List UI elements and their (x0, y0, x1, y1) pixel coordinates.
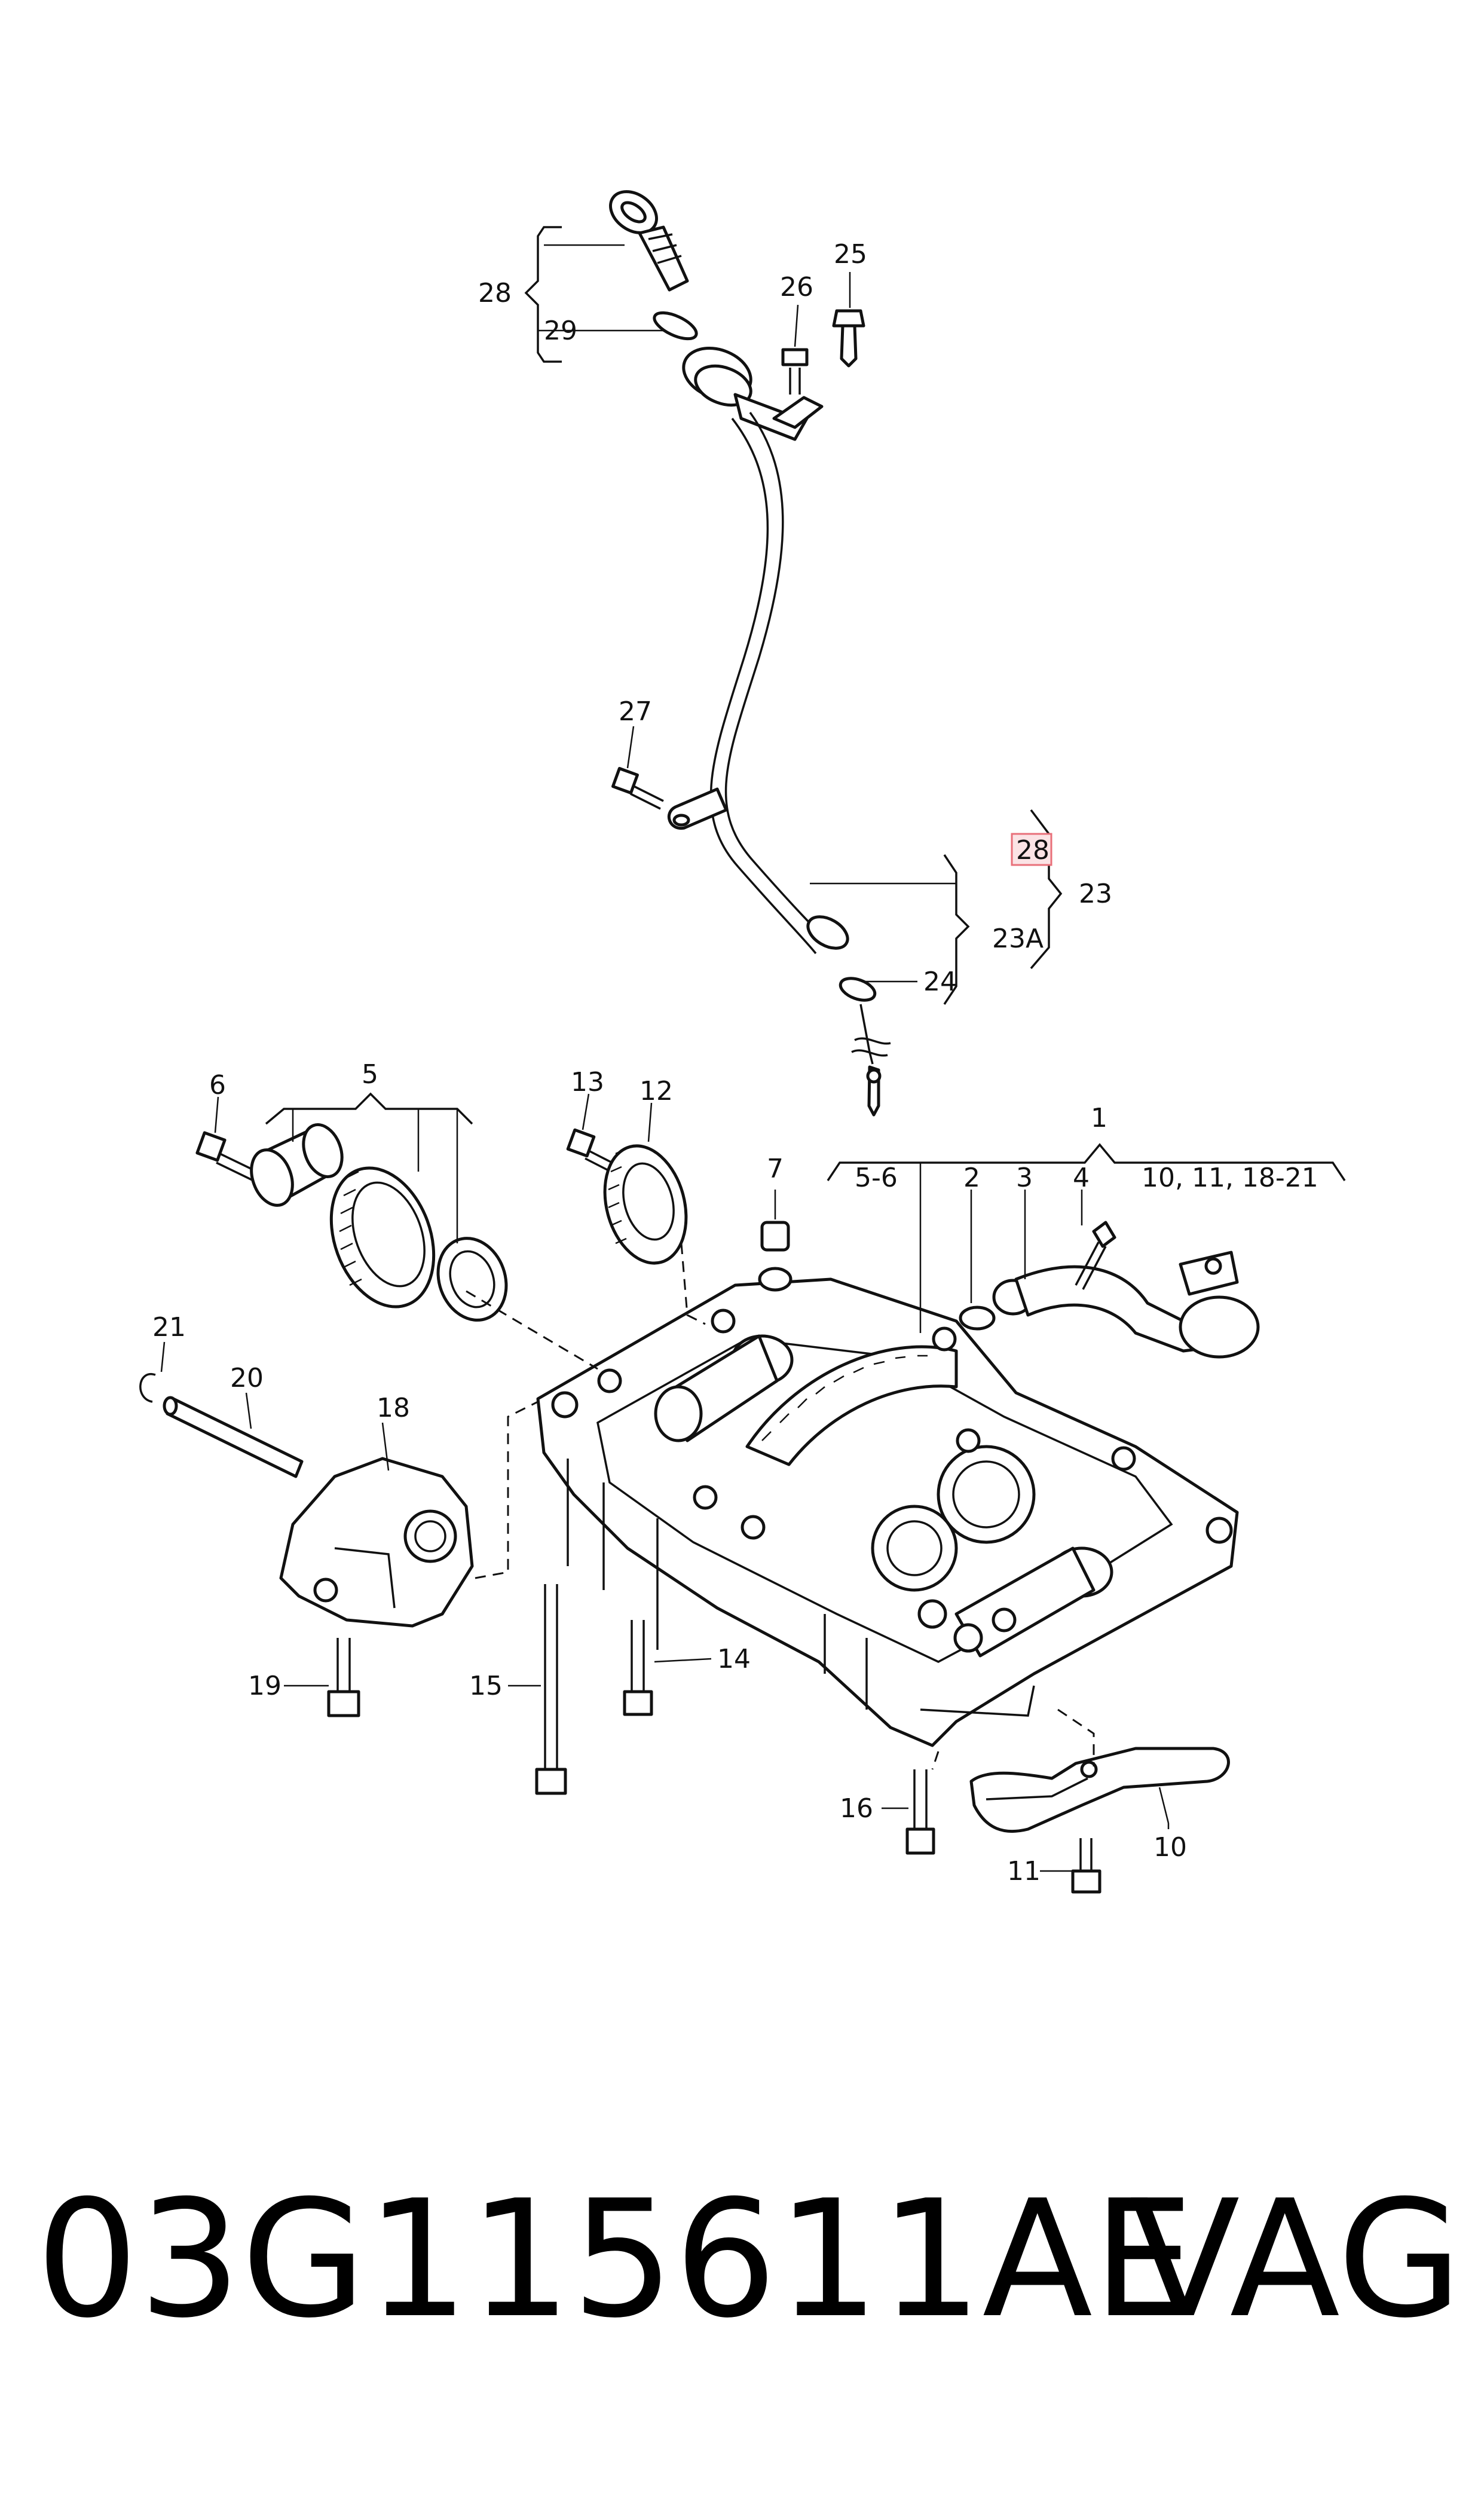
callout-12: 12 (640, 1076, 673, 1106)
callout-10-group: 10, 11, 18-21 (1142, 1163, 1318, 1193)
callout-16: 16 (840, 1793, 873, 1824)
callout-20: 20 (230, 1363, 264, 1393)
housing-bolts (535, 1584, 653, 1795)
lower-pipe-assembly (905, 1708, 1230, 1894)
callout-5: 5 (362, 1059, 378, 1090)
callout-28-highlight: 28 (1016, 835, 1049, 866)
oil-pump-assembly (139, 1372, 538, 1717)
gear-12-assembly (566, 1093, 706, 1325)
callout-28-top: 28 (478, 278, 512, 308)
oil-pipe-assembly (827, 1143, 1346, 1359)
callout-26: 26 (780, 272, 813, 302)
drive-gear-assembly (195, 1092, 598, 1370)
callout-18: 18 (377, 1393, 410, 1423)
callout-5-6: 5-6 (855, 1163, 898, 1193)
callout-23a: 23A (992, 924, 1044, 954)
balancer-shaft-housing (536, 1221, 1239, 1747)
dipstick-assembly (524, 190, 1063, 1117)
callout-labels: 28 29 26 25 27 28 23 23A 24 5 6 13 12 7 … (152, 239, 1318, 1887)
brand-name: VAG (1130, 2165, 1462, 2353)
callout-7: 7 (767, 1154, 784, 1184)
callout-19: 19 (248, 1671, 281, 1701)
callout-13: 13 (571, 1067, 604, 1097)
callout-11: 11 (1007, 1856, 1041, 1887)
callout-21: 21 (152, 1312, 186, 1343)
callout-3: 3 (1016, 1163, 1033, 1193)
callout-15: 15 (469, 1671, 503, 1701)
callout-14: 14 (717, 1644, 751, 1674)
callout-29: 29 (544, 316, 577, 346)
callout-2: 2 (963, 1163, 980, 1193)
callout-4: 4 (1073, 1163, 1090, 1193)
callout-1: 1 (1091, 1103, 1107, 1133)
leader-lines (160, 1190, 1170, 1872)
callout-23: 23 (1079, 879, 1112, 909)
callout-10: 10 (1153, 1832, 1187, 1863)
highlight-box-28 (1011, 833, 1052, 866)
callout-24: 24 (923, 967, 957, 997)
callout-25: 25 (834, 239, 867, 270)
callout-6: 6 (209, 1070, 226, 1100)
callout-27: 27 (619, 696, 652, 727)
part-number: 03G115611AE (36, 2165, 1195, 2353)
